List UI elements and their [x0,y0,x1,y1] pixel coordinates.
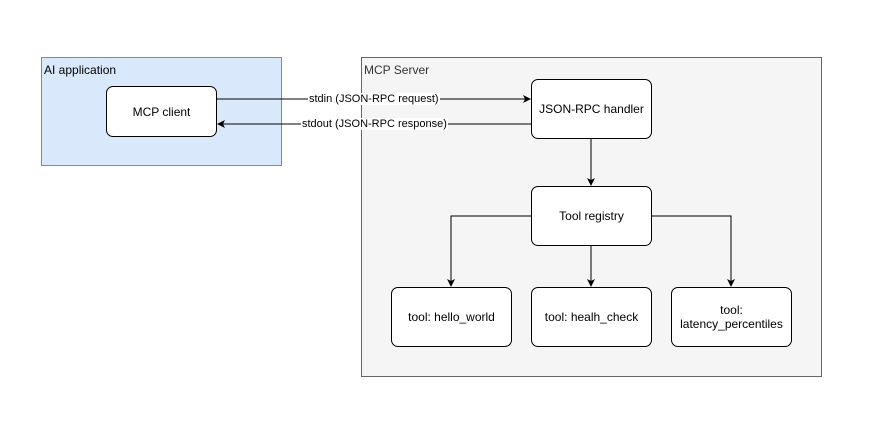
tool-latency-percentiles-line-2: latency_percentiles [680,317,783,331]
tool-registry-label: Tool registry [559,209,624,223]
tool-latency-percentiles-node: tool: latency_percentiles [671,287,792,347]
ai-application-label: AI application [44,63,117,77]
mcp-server-label: MCP Server [364,63,430,77]
tool-health-check-label: tool: healh_check [544,310,639,324]
registry-to-latency-arrow [651,215,735,287]
ai-application-group: AI application [41,57,282,166]
tool-latency-percentiles-line-1: tool: [720,303,743,317]
stdout-edge-label: stdout (JSON-RPC response) [301,118,448,130]
tool-registry-node: Tool registry [531,186,652,246]
json-rpc-handler-label: JSON-RPC handler [539,102,644,116]
mcp-client-node: MCP client [106,86,217,137]
registry-to-hello-arrow [447,215,531,287]
json-rpc-handler-node: JSON-RPC handler [531,79,652,139]
mcp-client-label: MCP client [132,104,191,119]
tool-latency-percentiles-label: tool: latency_percentiles [680,303,783,331]
tool-health-check-node: tool: healh_check [531,287,652,347]
tool-hello-world-label: tool: hello_world [408,310,495,324]
stdin-edge-label: stdin (JSON-RPC request) [308,93,440,105]
tool-hello-world-node: tool: hello_world [391,287,512,347]
